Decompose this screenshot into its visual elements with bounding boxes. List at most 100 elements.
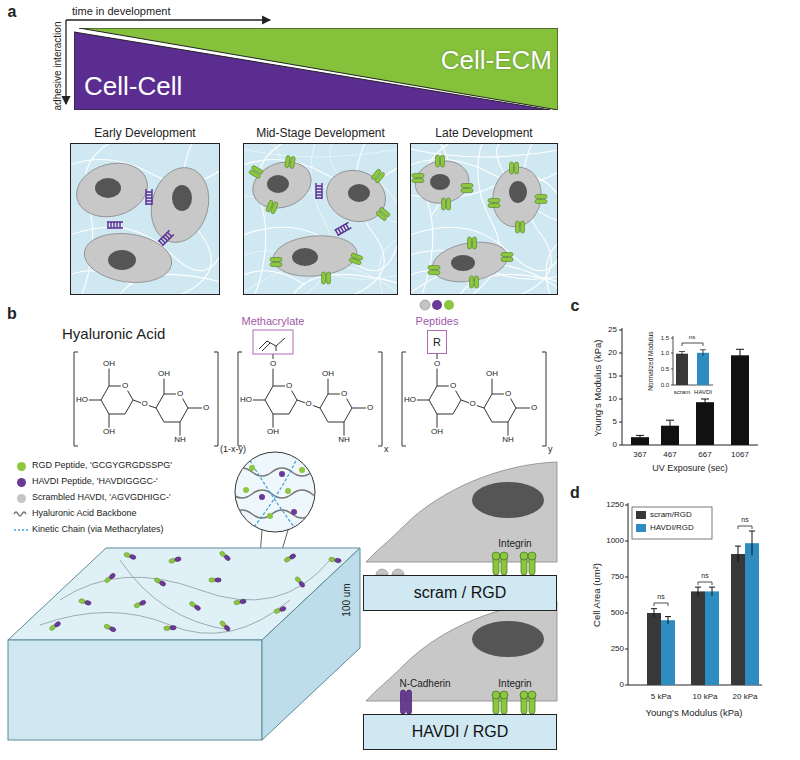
atom-label: O: [269, 360, 277, 369]
early-stage-art: [70, 143, 220, 295]
hydrogel-slab: [219, 620, 231, 632]
cell-schematic: [520, 691, 536, 714]
hydrogel-slab: [104, 572, 116, 583]
early-stage-art: [95, 178, 192, 270]
legend-line-sample: [14, 512, 26, 516]
mid-stage-art: [371, 169, 386, 184]
cell-area-bar-chart: [691, 591, 705, 685]
subscript: y: [548, 445, 553, 455]
significance-label: ns: [701, 572, 708, 580]
legend-line-sample: [14, 529, 28, 530]
axis-arrow: [66, 19, 270, 20]
panel-heading: Early Development: [94, 127, 195, 140]
zoom-inset: [299, 467, 305, 473]
panel-heading: Late Development: [435, 127, 532, 140]
atom-label: OH: [102, 360, 116, 369]
late-stage-art: [468, 237, 477, 249]
early-stage-art: [108, 250, 136, 270]
cell-schematic: [520, 552, 536, 575]
cell-area-bar-chart: [731, 554, 745, 685]
hyaluronic-acid-structure: [444, 300, 454, 310]
axis-label: time in development: [72, 5, 170, 17]
cell-area-bar-chart: [661, 620, 675, 685]
late-stage-art: [412, 174, 424, 183]
hyaluronic-acid-structure: [420, 300, 430, 310]
modulus-bar-chart: [679, 343, 706, 356]
hydrogel-slab: [294, 576, 305, 588]
hydrogel-slab: [103, 623, 116, 632]
zoom-inset: [259, 494, 265, 500]
hydrogel-slab: [273, 606, 286, 614]
cell-area-bar-chart: [628, 503, 762, 685]
cell-area-bar-chart: [705, 591, 719, 685]
cell-area-bar-chart: [651, 531, 755, 624]
modulus-bar-chart: [671, 338, 673, 385]
significance-label: ns: [657, 593, 664, 601]
stage-panel: Early Development: [70, 143, 220, 295]
tick-label: 0.5: [661, 366, 669, 373]
cell-area-bar-chart: [647, 613, 661, 685]
hyaluronic-acid-structure: [402, 352, 546, 446]
hyaluronic-acid-structure: [74, 300, 546, 446]
tick-label: 0.0: [661, 382, 669, 389]
group-label: Methacrylate: [242, 315, 305, 327]
atom-label: HO: [75, 396, 89, 405]
mid-stage-art: [243, 143, 398, 295]
late-stage-art: [509, 181, 527, 203]
mid-stage-art: [316, 183, 322, 199]
legend-text: Kinetic Chain (via Methacrylates): [32, 525, 164, 535]
early-stage-art: [158, 230, 174, 246]
late-stage-art: [410, 143, 558, 295]
cell-area-bar-chart: [632, 507, 712, 539]
atom-label: OH: [157, 370, 171, 379]
cell-schematic: [492, 691, 508, 714]
node-text: Cell-Cell: [84, 72, 182, 101]
stage-panel: Late Development: [410, 143, 558, 295]
hydrogel-slab: [284, 553, 297, 563]
hydrogel-slab: [164, 625, 177, 630]
atom-label: NH: [337, 436, 351, 445]
zoom-inset: [235, 452, 315, 532]
mid-stage-art: [246, 154, 392, 280]
hyaluronic-acid-structure: [273, 354, 437, 359]
atom-label: OH: [485, 370, 499, 379]
zoom-inset: [232, 452, 332, 535]
hydrogel-slab: [8, 640, 262, 740]
atom-label: O: [176, 390, 184, 399]
substrate-box: scram / RGD: [363, 575, 557, 611]
atom-label: O: [530, 404, 538, 413]
late-stage-art: [451, 255, 475, 271]
mid-stage-art: [322, 272, 331, 284]
stage-panel: Mid-Stage Development: [243, 143, 398, 295]
legend-swatch: [17, 462, 26, 471]
panel-letter: c: [571, 297, 580, 315]
modulus-bar-chart: [619, 330, 622, 445]
tick-label: 500: [611, 609, 624, 618]
tick-label: 20 kPa: [733, 693, 758, 702]
tick-label: 750: [611, 573, 624, 582]
late-stage-art: [470, 276, 479, 288]
cell-schematic: [366, 462, 557, 562]
zoom-inset: [232, 510, 332, 518]
hydrogel-slab: [168, 556, 181, 563]
protein-label: Integrin: [498, 678, 531, 689]
r-group-box: R: [427, 330, 447, 354]
tick-label: 0: [613, 441, 617, 450]
early-stage-art: [107, 222, 123, 228]
node-text: Cell-ECM: [441, 46, 552, 75]
tick-label: 1000: [606, 537, 624, 546]
structure-title: Hyaluronic Acid: [62, 326, 165, 343]
cell-area-bar-chart: [745, 543, 759, 685]
late-stage-art: [410, 143, 558, 295]
atom-label: OH: [266, 428, 280, 437]
legend-text: HAVDI Peptide, 'HAVDIGGGC-': [32, 477, 158, 487]
late-stage-art: [410, 143, 558, 295]
atom-label: O: [121, 382, 129, 391]
panel-letter: b: [7, 305, 17, 323]
late-stage-art: [488, 199, 500, 208]
group-label: Peptides: [416, 315, 459, 327]
hydrogel-slab: [123, 552, 136, 560]
early-stage-art: [70, 143, 220, 295]
tick-label: 1067: [731, 451, 749, 460]
